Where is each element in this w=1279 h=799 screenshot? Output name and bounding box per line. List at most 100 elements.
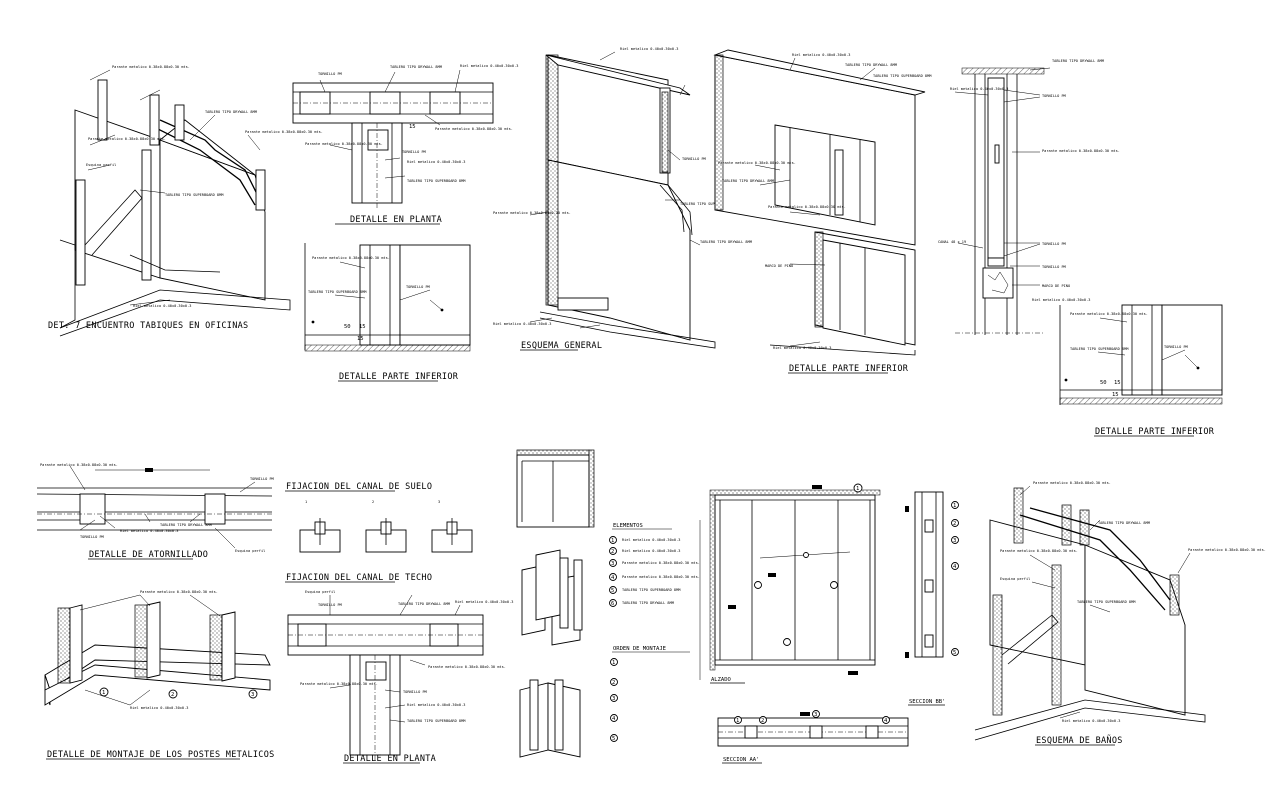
det7-callout-poste: Parante metalico 0.38x0.88x0.30 mts. xyxy=(112,65,190,69)
fijacion-suelo-detail: FIJACION DEL CANAL DE SUELO 1 2 3 FIJACI… xyxy=(285,482,473,583)
inferior-1-tornillo: TORNILLO PM xyxy=(406,285,431,289)
inferior-2-poste-2: Parante metalico 0.38x0.88x0.30 mts. xyxy=(768,205,846,209)
svg-text:15: 15 xyxy=(1112,392,1119,398)
elem-4-desc: Parante metalico 0.38x0.88x0.30 mts. xyxy=(622,575,700,579)
aa-mark-2: 2 xyxy=(761,718,764,724)
seccion-aa-title: SECCION AA' xyxy=(723,757,759,763)
vsec-poste: Parante metalico 0.38x0.88x0.30 mts. xyxy=(1042,149,1120,153)
planta-bottom-esquina: Esquina perfil xyxy=(305,590,335,594)
planta-top-tornillo-2: TORNILLO PM xyxy=(402,150,427,154)
banos-poste: Parante metalico 0.38x0.88x0.30 mts. xyxy=(1033,481,1111,485)
aa-mark-1: 1 xyxy=(736,718,739,724)
atorn-drywall: TABLERO TIPO DRYWALL 8MM xyxy=(160,523,213,527)
inferior-2-title: DETALLE PARTE INFERIOR xyxy=(789,364,909,374)
planta-bottom-poste: Parante metalico 0.38x0.88x0.30 mts. xyxy=(428,665,506,669)
planta-bottom-tornillo-2: TORNILLO PM xyxy=(403,690,428,694)
bb-mark-3: 3 xyxy=(953,538,956,544)
inferior-2-drywall: TABLERO TIPO DRYWALL 8MM xyxy=(845,63,898,67)
montaje-mark-1: 1 xyxy=(102,690,105,696)
montaje-poste: Parante metalico 0.38x0.88x0.30 mts. xyxy=(140,590,218,594)
det7-callout-riel: Riel metalico 0.40x0.30x0.3 xyxy=(133,304,191,308)
banos-poste-2: Parante metalico 0.38x0.88x0.30 mts. xyxy=(1188,548,1266,552)
banos-super: TABLERO TIPO SUPERBOARD 8MM xyxy=(1077,600,1136,604)
elementos-column: ELEMENTOS 1 2 3 4 5 6 Riel metalico 0.40… xyxy=(516,449,700,758)
inferior-2-riel: Riel metalico 0.40x0.30x0.3 xyxy=(792,53,850,57)
atorn-tornillo-2: TORNILLO PM xyxy=(80,535,105,539)
elem-6-desc: TABLERO TIPO DRYWALL 8MM xyxy=(622,601,675,605)
atorn-poste: Parante metalico 0.38x0.88x0.30 mts. xyxy=(40,463,118,467)
montaje-postes-title: DETALLE DE MONTAJE DE LOS POSTES METALIC… xyxy=(47,750,275,760)
montaje-postes-detail: 1 2 3 Parante metalico 0.38x0.88x0.30 mt… xyxy=(44,590,275,760)
aa-mark-3: 3 xyxy=(814,712,817,718)
fijacion-techo-title: FIJACION DEL CANAL DE TECHO xyxy=(286,573,432,583)
det7-title: DET. 7 ENCUENTRO TABIQUES EN OFICINAS xyxy=(48,321,248,331)
montaje-mark-3: 3 xyxy=(251,692,254,698)
elem-3-desc: Parante metalico 0.38x0.88x0.30 mts. xyxy=(622,561,700,565)
esquema-drywall: TABLERO TIPO DRYWALL 8MM xyxy=(700,240,753,244)
vsec-canal: CANAL 48 x 19 xyxy=(938,240,966,244)
inferior-3-poste: Parante metalico 0.38x0.88x0.30 mts. xyxy=(1070,312,1148,316)
inferior-2-riel-2: Riel metalico 0.40x0.30x0.3 xyxy=(773,346,831,350)
vsec-riel-2: Riel metalico 0.40x0.30x0.3 xyxy=(1032,298,1090,302)
planta-bottom-drywall: TABLERO TIPO DRYWALL 8MM xyxy=(398,602,451,606)
elem-4: 4 xyxy=(611,575,615,581)
inferior-2-super: TABLERO TIPO SUPERBOARD 8MM xyxy=(873,74,932,78)
orden-title: ORDEN DE MONTAJE xyxy=(613,646,666,652)
planta-bottom-riel: Riel metalico 0.40x0.30x0.3 xyxy=(455,600,513,604)
inferior-2-marco: MARCO DE PINO xyxy=(765,264,793,268)
planta-bottom-detail: Esquina perfil TORNILLO PM TABLERO TIPO … xyxy=(287,590,513,764)
inferior-3-tornillo: TORNILLO PM xyxy=(1164,345,1189,349)
atorn-esquina: Esquina perfil xyxy=(235,549,265,553)
planta-top-poste: Parante metalico 0.38x0.88x0.30 mts. xyxy=(435,127,513,131)
esquema-banos-detail: Parante metalico 0.38x0.88x0.30 mts. TAB… xyxy=(974,481,1266,746)
seccion-bb-title: SECCION BB' xyxy=(909,699,945,705)
seccion-bb-detail: 1 2 3 4 5 SECCION BB' xyxy=(905,491,959,706)
esquema-super: TABLERO TIPO SUPERBOARD 8MM xyxy=(680,202,739,206)
banos-riel: Riel metalico 0.40x0.30x0.3 xyxy=(1062,719,1120,723)
vertical-section-detail: TABLERO TIPO DRYWALL 8MM TORNILLO PM Rie… xyxy=(938,59,1120,335)
seccion-aa-detail: 1 2 3 4 SECCION AA' xyxy=(717,710,909,764)
svg-text:15: 15 xyxy=(359,324,366,330)
elem-5: 5 xyxy=(611,588,614,594)
planta-bottom-super: TABLERO TIPO SUPERBOARD 8MM xyxy=(407,719,466,723)
svg-text:2: 2 xyxy=(372,500,374,504)
inferior-2-detail: Riel metalico 0.40x0.30x0.3 TABLERO TIPO… xyxy=(713,49,932,374)
planta-top-title: DETALLE EN PLANTA xyxy=(350,215,442,225)
vsec-marco: MARCO DE PINO xyxy=(1042,284,1070,288)
planta-bottom-title: DETALLE EN PLANTA xyxy=(344,754,436,764)
elementos-title: ELEMENTOS xyxy=(613,523,643,529)
planta-bottom-tornillo: TORNILLO PM xyxy=(318,603,343,607)
svg-text:1: 1 xyxy=(305,500,307,504)
vsec-drywall: TABLERO TIPO DRYWALL 8MM xyxy=(1052,59,1105,63)
det7-callout-drywall: TABLERO TIPO DRYWALL 8MM xyxy=(205,110,258,114)
orden-3: 3 xyxy=(612,696,615,702)
svg-text:3: 3 xyxy=(438,500,440,504)
inferior-3-super: TABLERO TIPO SUPERBOARD 8MM xyxy=(1070,347,1129,351)
esquema-poste: Parante metalico 0.38x0.88x0.30 mts. xyxy=(493,211,571,215)
orden-5: 5 xyxy=(612,736,615,742)
svg-text:15: 15 xyxy=(357,336,364,342)
banos-poste-3: Parante metalico 0.38x0.88x0.30 mts. xyxy=(1000,549,1078,553)
vsec-tornillo-3: TORNILLO PM xyxy=(1042,265,1067,269)
det7-iso-detail: Parante metalico 0.38x0.88x0.30 mts. TAB… xyxy=(48,65,323,337)
vsec-riel: Riel metalico 0.40x0.30x0.3 xyxy=(950,87,1008,91)
det7-callout-poste-3: Parante metalico 0.38x0.88x0.30 mts. xyxy=(88,137,166,141)
alzado-title: ALZADO xyxy=(711,677,731,683)
atorn-riel: Riel metalico 0.40x0.30x0.3 xyxy=(120,529,178,533)
bb-mark-2: 2 xyxy=(953,521,956,527)
atorn-tornillo: TORNILLO PM xyxy=(250,477,275,481)
inferior-3-title: DETALLE PARTE INFERIOR xyxy=(1095,427,1215,437)
esquema-general-detail: Riel metalico 0.40x0.30x0.3 TORNILLO PM … xyxy=(493,47,753,351)
inferior-1-poste: Parante metalico 0.38x0.88x0.30 mts. xyxy=(312,256,390,260)
planta-bottom-riel-2: Riel metalico 0.40x0.30x0.3 xyxy=(407,703,465,707)
esquema-riel: Riel metalico 0.40x0.30x0.3 xyxy=(620,47,678,51)
planta-top-poste-2: Parante metalico 0.38x0.88x0.30 mts. xyxy=(305,142,383,146)
svg-text:15: 15 xyxy=(1114,380,1121,386)
inferior-2-poste: Parante metalico 0.38x0.88x0.30 mts. xyxy=(718,161,796,165)
inferior-1-super: TABLERO TIPO SUPERBOARD 8MM xyxy=(308,290,367,294)
inferior-2-drywall-2: TABLERO TIPO DRYWALL 8MM xyxy=(722,179,775,183)
det7-callout-poste-2: Parante metalico 0.38x0.88x0.30 mts. xyxy=(245,130,323,134)
elem-1: 1 xyxy=(611,538,614,544)
